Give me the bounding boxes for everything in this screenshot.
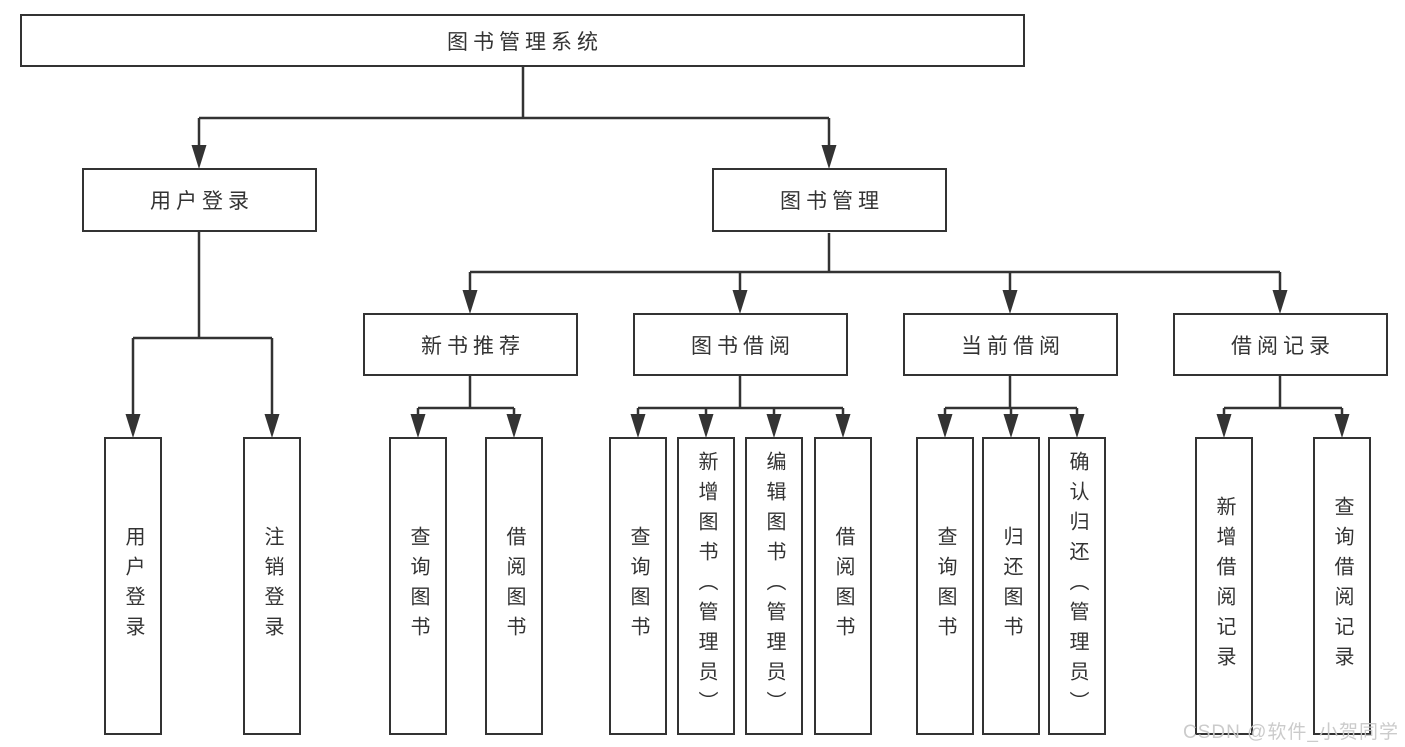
node-label: 借阅记录 — [1231, 334, 1335, 358]
leaf-label: 新增图书（管理员） — [695, 451, 717, 721]
node-borrow-records: 借阅记录 — [1173, 313, 1388, 376]
connector-root-to-level2 — [191, 67, 837, 169]
node-label: 用户登录 — [150, 190, 254, 213]
connector-book-borrow-to-leaves — [630, 376, 851, 438]
leaf-label: 查询借阅记录 — [1331, 496, 1353, 676]
node-book-management: 图书管理 — [712, 168, 947, 232]
node-label: 新书推荐 — [421, 334, 525, 358]
leaf-query-books-recommend: 查询图书 — [389, 437, 447, 735]
leaf-label: 查询图书 — [407, 526, 429, 646]
csdn-watermark: CSDN @软件_小贺同学 — [1183, 722, 1399, 743]
leaf-add-books-admin: 新增图书（管理员） — [677, 437, 735, 735]
leaf-label: 编辑图书（管理员） — [763, 451, 785, 721]
leaf-label: 注销登录 — [261, 526, 283, 646]
node-library-management-system: 图书管理系统 — [20, 14, 1025, 67]
leaf-confirm-return-admin: 确认归还（管理员） — [1048, 437, 1106, 735]
leaf-user-login: 用户登录 — [104, 437, 162, 735]
leaf-label: 新增借阅记录 — [1213, 496, 1235, 676]
node-label: 当前借阅 — [961, 334, 1065, 358]
leaf-label: 借阅图书 — [832, 526, 854, 646]
leaf-label: 查询图书 — [934, 526, 956, 646]
connector-book-management-to-level3 — [462, 233, 1288, 314]
node-label: 图书管理 — [780, 190, 884, 213]
leaf-label: 借阅图书 — [503, 526, 525, 646]
connector-new-book-recommend-to-leaves — [410, 376, 522, 438]
leaf-query-books-borrow: 查询图书 — [609, 437, 667, 735]
connector-user-login-to-leaves — [125, 232, 280, 438]
node-label: 图书借阅 — [691, 334, 795, 358]
node-label: 图书管理系统 — [447, 30, 603, 54]
leaf-edit-books-admin: 编辑图书（管理员） — [745, 437, 803, 735]
leaf-label: 查询图书 — [627, 526, 649, 646]
leaf-borrow-books: 借阅图书 — [814, 437, 872, 735]
leaf-label: 归还图书 — [1000, 526, 1022, 646]
leaf-logout: 注销登录 — [243, 437, 301, 735]
leaf-query-borrow-record: 查询借阅记录 — [1313, 437, 1371, 735]
leaf-borrow-books-recommend: 借阅图书 — [485, 437, 543, 735]
connector-current-borrow-to-leaves — [937, 376, 1085, 438]
node-user-login: 用户登录 — [82, 168, 317, 232]
leaf-query-books-current: 查询图书 — [916, 437, 974, 735]
leaf-label: 确认归还（管理员） — [1066, 451, 1088, 721]
node-book-borrow: 图书借阅 — [633, 313, 848, 376]
node-current-borrow: 当前借阅 — [903, 313, 1118, 376]
connector-borrow-records-to-leaves — [1216, 376, 1350, 438]
node-new-book-recommend: 新书推荐 — [363, 313, 578, 376]
leaf-add-borrow-record: 新增借阅记录 — [1195, 437, 1253, 735]
leaf-return-books: 归还图书 — [982, 437, 1040, 735]
leaf-label: 用户登录 — [122, 526, 144, 646]
